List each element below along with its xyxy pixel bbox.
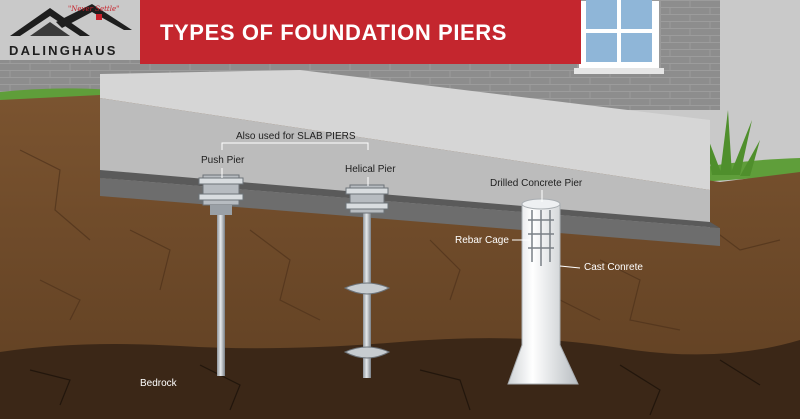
house-roof-logo	[10, 4, 132, 36]
foundation-top	[100, 98, 710, 232]
drilled-concrete-pier-shape	[507, 198, 579, 385]
rebar-cage-label: Rebar Cage	[455, 235, 509, 246]
bedrock-label: Bedrock	[140, 378, 177, 389]
bedrock	[0, 338, 800, 419]
logo-tagline: "Never Settle"	[68, 5, 120, 13]
push-pier-label: Push Pier	[201, 155, 245, 166]
push-pier-shape	[198, 174, 244, 376]
footing	[100, 178, 720, 246]
logo-panel: "Never Settle" DALINGHAUS	[0, 0, 140, 64]
cast-concrete-label: Cast Conrete	[584, 262, 643, 273]
helical-pier-shape	[343, 184, 391, 378]
bedrock-cracks	[29, 359, 761, 416]
page-title: TYPES OF FOUNDATION PIERS	[160, 20, 508, 45]
foundation-face	[100, 70, 710, 190]
slab-piers-label: Also used for SLAB PIERS	[236, 131, 356, 142]
window	[574, 0, 664, 74]
soil-cracks	[19, 149, 781, 331]
leader-lines	[221, 142, 581, 269]
rebar-cage-shape	[528, 210, 554, 266]
helical-pier-label: Helical Pier	[345, 164, 396, 175]
title-bar: TYPES OF FOUNDATION PIERS	[140, 0, 581, 64]
brand-name: DALINGHAUS	[9, 43, 118, 58]
drilled-concrete-pier-label: Drilled Concrete Pier	[490, 178, 583, 189]
